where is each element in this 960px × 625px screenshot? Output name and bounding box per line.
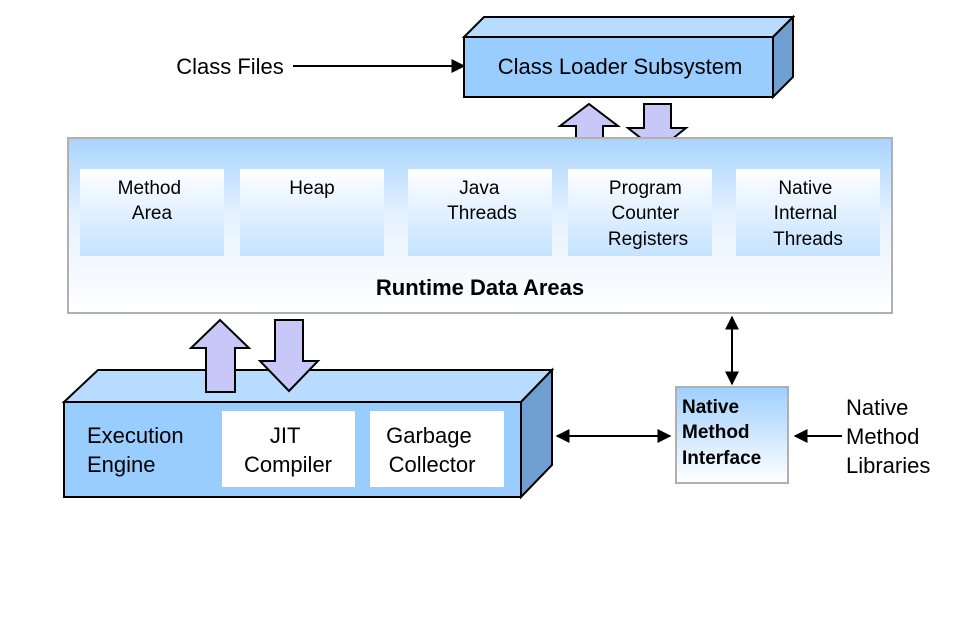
area-native-internal-threads [736, 169, 880, 256]
area-label-heap: Heap [289, 178, 334, 199]
class-loader-subsystem-box: Class Loader Subsystem [461, 14, 796, 100]
jit-compiler-label: JIT Compiler [244, 423, 332, 477]
execution-engine-box: Execution Engine JIT Compiler Garbage Co… [61, 367, 555, 500]
jit-compiler-box [222, 411, 355, 487]
block-arrow-down-to-execution-engine [257, 319, 321, 393]
area-method-area [80, 169, 224, 256]
native-method-interface-label: Native Method Interface [682, 397, 761, 469]
class-files-label: Class Files [176, 54, 284, 79]
runtime-data-areas-title: Runtime Data Areas [376, 275, 584, 300]
area-label-program-counter-registers: Program Counter Registers [608, 178, 688, 250]
block-arrow-up-to-runtime [188, 318, 252, 393]
area-label-method-area: Method Area [118, 178, 187, 224]
native-method-libraries-label: Native Method Libraries [846, 395, 930, 478]
runtime-data-areas-panel: Method Area Heap Java Threads Program Co… [67, 137, 893, 314]
area-label-native-internal-threads: Native Internal Threads [773, 178, 843, 250]
class-loader-label: Class Loader Subsystem [498, 54, 743, 79]
area-java-threads [408, 169, 552, 256]
area-program-counter-registers [568, 169, 712, 256]
execution-engine-label: Execution Engine [87, 423, 190, 477]
area-heap [240, 169, 384, 256]
garbage-collector-box [370, 411, 504, 487]
area-label-java-threads: Java Threads [447, 178, 517, 224]
garbage-collector-label: Garbage Collector [386, 423, 478, 477]
native-method-interface-box: Native Method Interface [675, 386, 789, 484]
